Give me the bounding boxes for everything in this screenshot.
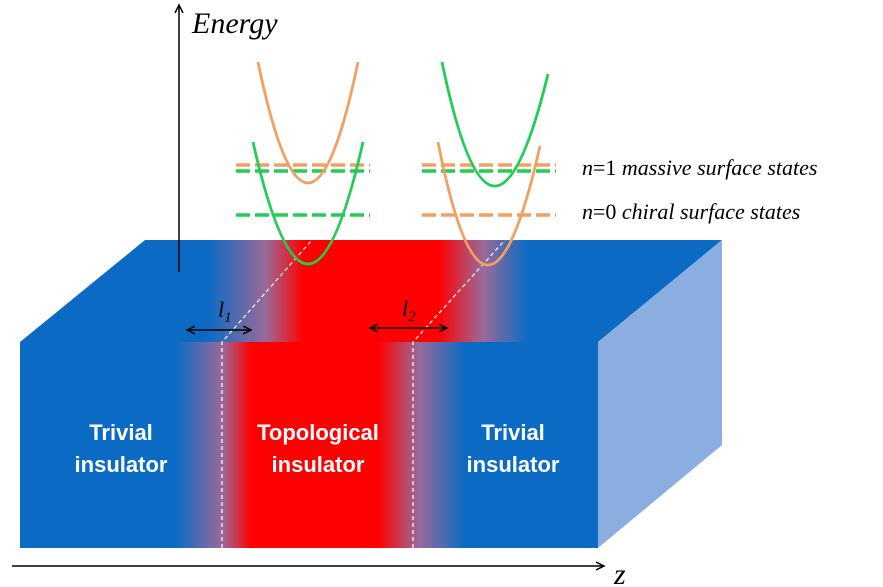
left-region-label-line2: insulator (75, 452, 168, 477)
l1-label: l1 (218, 297, 232, 326)
energy-axis-label: Energy (191, 7, 278, 40)
boundary-line-2 (412, 239, 506, 548)
l2-label: l2 (402, 296, 416, 325)
boundary-line-1 (221, 239, 313, 548)
slab-top-face (20, 240, 722, 342)
right-region-label-line2: insulator (467, 452, 560, 477)
left-orange-band (256, 61, 360, 185)
slab-front-face (20, 342, 598, 548)
slab-side-face (598, 240, 722, 548)
right-green-band (440, 61, 550, 188)
right-orange-band (436, 141, 542, 267)
legend-massive-label: n=1 massive surface states (582, 155, 817, 180)
z-axis-label: z (613, 558, 626, 587)
middle-region-label-line2: insulator (272, 452, 365, 477)
left-green-band (251, 141, 365, 266)
right-region-label-line1: Trivial (481, 420, 545, 445)
left-region-label-line1: Trivial (89, 420, 153, 445)
middle-region-label-line1: Topological (257, 420, 379, 445)
legend-chiral-label: n=0 chiral surface states (582, 199, 800, 224)
